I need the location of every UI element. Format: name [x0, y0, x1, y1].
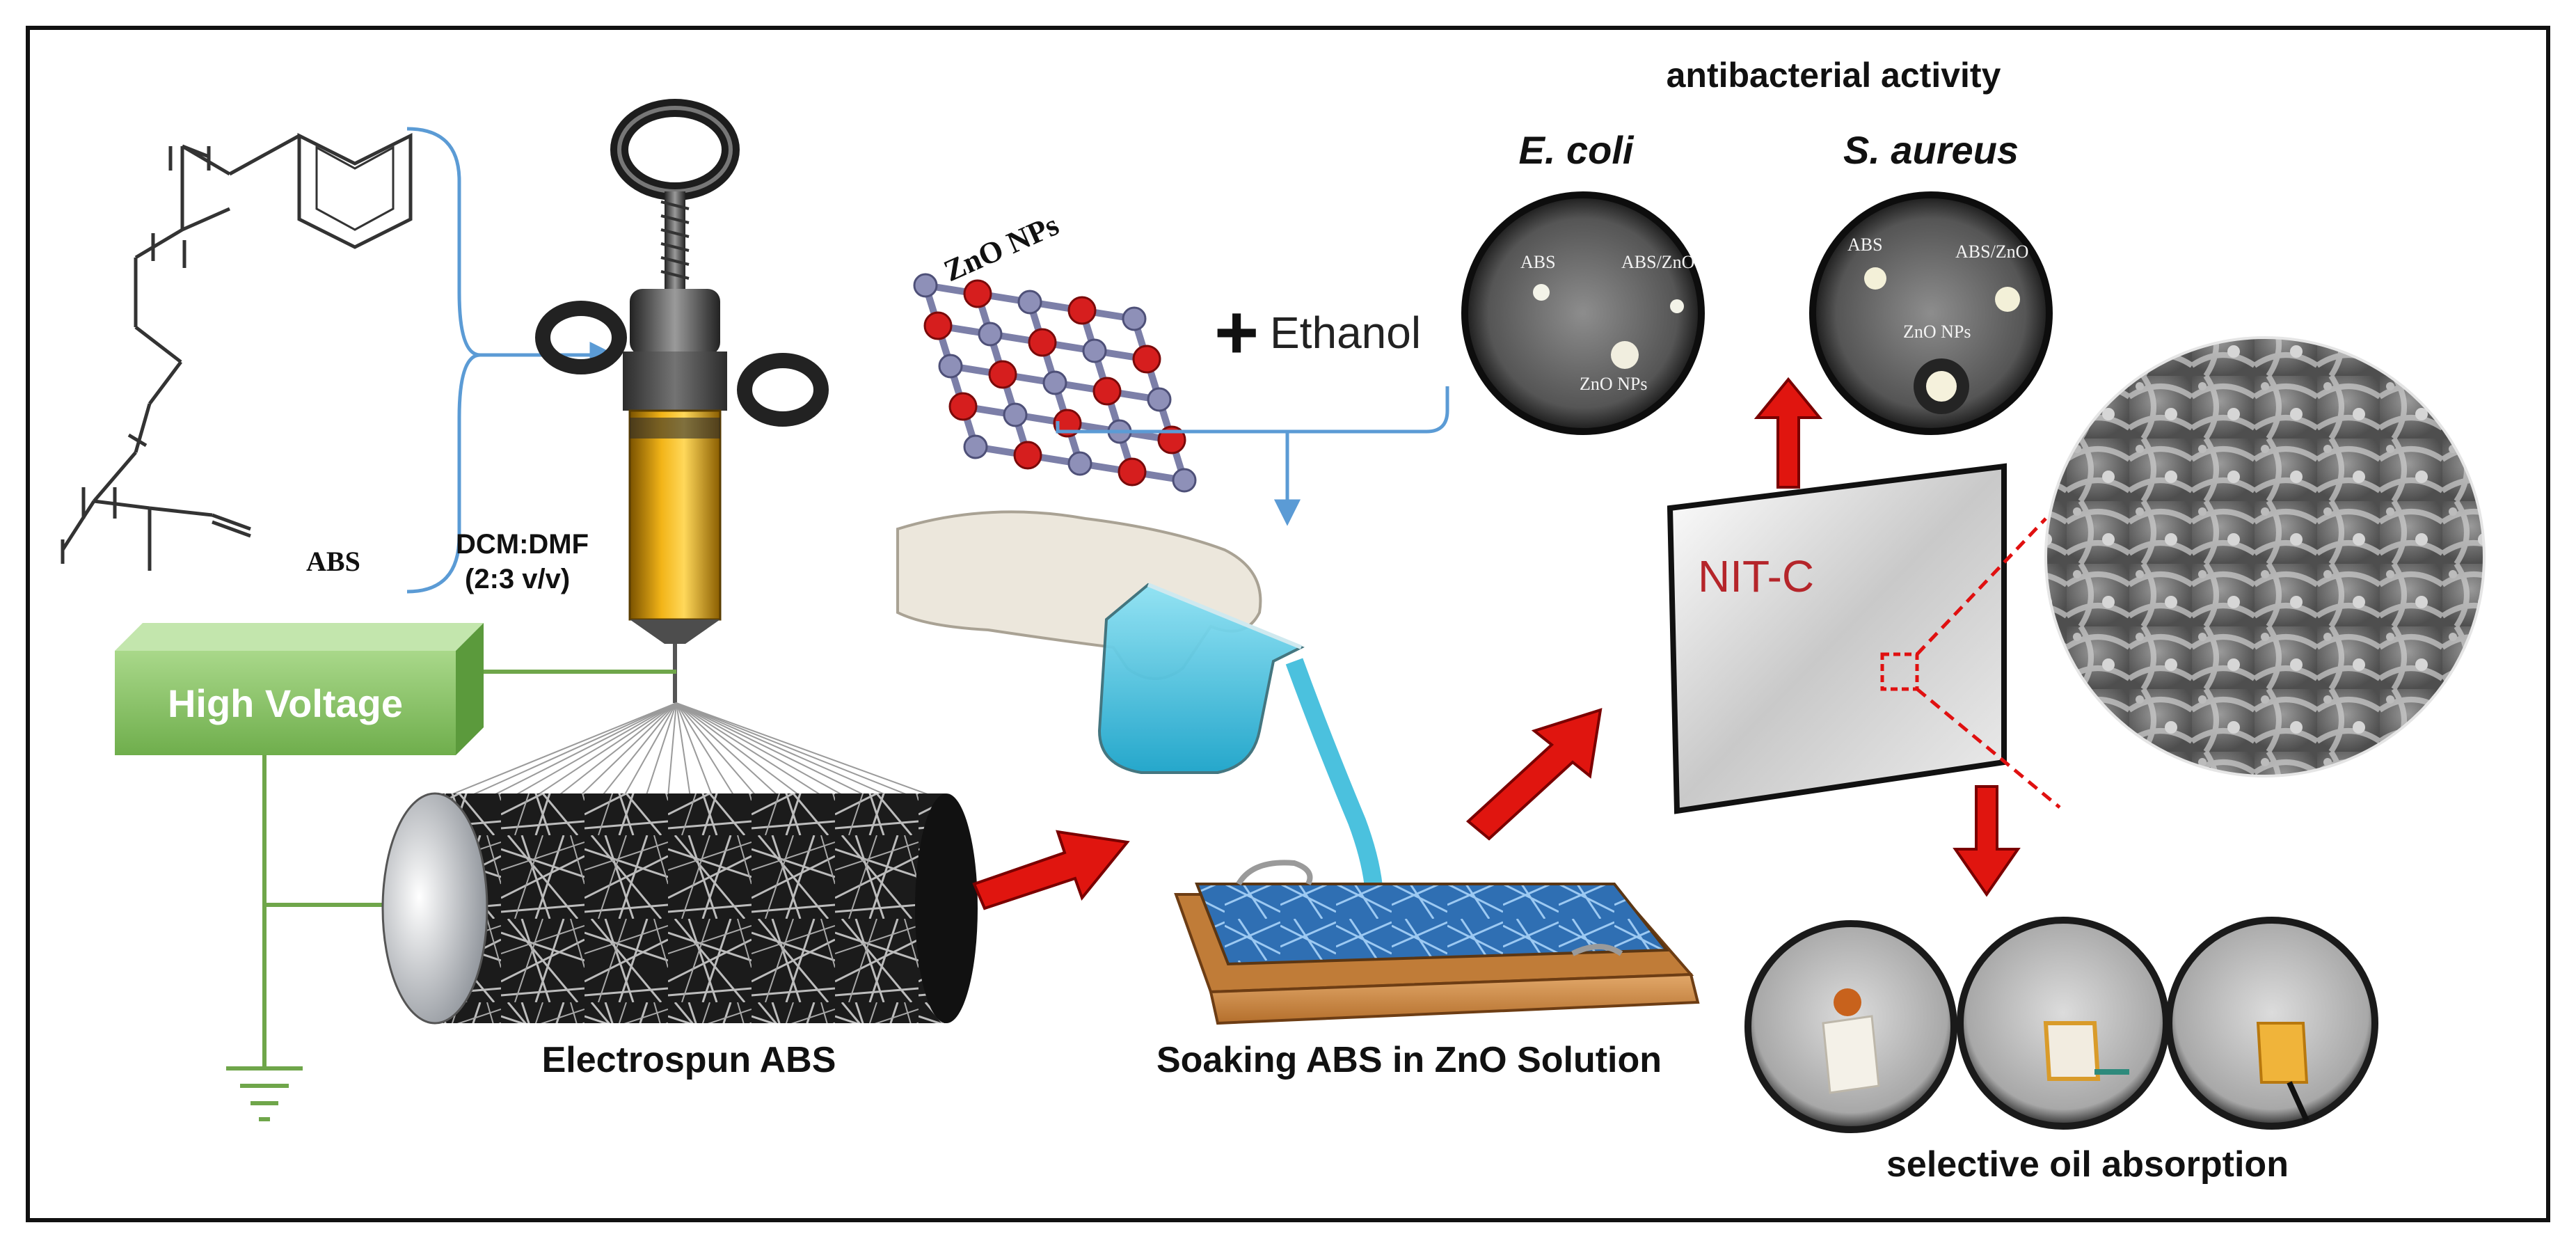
oil-dish-1 [1744, 920, 1957, 1133]
ecoli-zno-nps-text: ZnO NPs [1580, 374, 1648, 394]
oil-dish-2 [1957, 917, 2170, 1130]
zinc-atom [963, 279, 992, 308]
spray-line [676, 702, 869, 798]
oxygen-atom [1042, 370, 1067, 395]
oxygen-atom [1017, 290, 1042, 315]
zinc-atom [1028, 328, 1057, 357]
solvent-ratio-line1: DCM:DMF [456, 529, 589, 560]
arrow-to-soaking [972, 830, 1130, 910]
circuit-wires [226, 670, 676, 1121]
oxygen-atom [978, 322, 1003, 347]
zno-nps-label: ZnO NPs [939, 207, 1064, 288]
soaking-tray [1174, 860, 1700, 1025]
antibacterial-title: antibacterial activity [1667, 56, 2001, 95]
ecoli-abs-text: ABS [1520, 252, 1556, 272]
spray-line [676, 702, 802, 798]
spray-line [534, 702, 677, 798]
zinc-atom [1118, 457, 1147, 487]
zinc-atom [948, 392, 978, 421]
spray-line [676, 702, 736, 798]
spray-line [676, 702, 758, 798]
saureus-label: S. aureus [1843, 128, 2019, 172]
spray-line [667, 702, 677, 798]
saureus-abs-zno-text: ABS/ZnO [1955, 242, 2028, 262]
solvent-ratio-line2: (2:3 v/v) [465, 564, 570, 594]
spray-line [676, 702, 936, 798]
syringe [535, 99, 829, 703]
spray-line [578, 702, 677, 798]
saureus-agar-plate [1809, 191, 2053, 435]
zinc-atom [923, 311, 953, 340]
spray-line [645, 702, 677, 798]
zinc-atom [1132, 345, 1161, 374]
pouring-stream [1285, 658, 1384, 920]
mix-bracket [1056, 386, 1449, 526]
oxygen-atom [1172, 468, 1197, 493]
oxygen-atom [938, 354, 963, 379]
beaker [1097, 583, 1305, 774]
spray-line [676, 702, 891, 798]
oxygen-atom [1082, 338, 1107, 363]
oxygen-atom [913, 273, 938, 298]
spray-line [676, 702, 780, 798]
zoom-line-top [1916, 517, 2047, 656]
high-voltage-label: High Voltage [168, 681, 403, 725]
oxygen-atom [1147, 387, 1172, 412]
arrow-to-oil-absorption [1953, 785, 2021, 897]
sem-micrograph [2044, 336, 2486, 777]
spray-line [445, 702, 677, 798]
oxygen-atom [1003, 402, 1028, 427]
magnified-region-box [1880, 652, 1919, 691]
spray-line [467, 702, 677, 798]
oil-absorption-label: selective oil absorption [1886, 1144, 2289, 1185]
plus-sign: + [1214, 290, 1259, 375]
oxygen-atom [1067, 451, 1092, 476]
zinc-atom [988, 360, 1017, 389]
electrospun-abs-label: Electrospun ABS [542, 1040, 836, 1080]
ecoli-abs-zno-text: ABS/ZnO [1621, 252, 1694, 272]
electrospray-jet [445, 702, 936, 798]
spray-line [676, 702, 691, 798]
spray-line [556, 702, 677, 798]
arrow-to-antibacterial [1754, 377, 1823, 489]
soaking-label: Soaking ABS in ZnO Solution [1156, 1040, 1662, 1080]
figure-border [26, 26, 2550, 1222]
abs-molecule-structure [61, 132, 413, 571]
arrow-to-membrane [1465, 708, 1603, 841]
oxygen-atom [963, 434, 988, 459]
nit-c-label: NIT-C [1698, 551, 1814, 601]
abs-molecule-label: ABS [306, 546, 360, 577]
spray-line [676, 702, 825, 798]
zinc-atom [1067, 296, 1097, 325]
spray-line [601, 702, 677, 798]
oxygen-atom [1122, 306, 1147, 331]
ecoli-label: E. coli [1519, 128, 1635, 172]
spray-line [489, 702, 677, 798]
zoom-line-bottom [1916, 688, 2061, 809]
zinc-atom [1092, 377, 1122, 406]
spray-line [676, 702, 847, 798]
ecoli-agar-plate [1461, 191, 1705, 435]
spray-line [676, 702, 713, 798]
saureus-zno-nps-text: ZnO NPs [1903, 322, 1971, 342]
zno-nanoparticle-lattice [913, 273, 1197, 493]
spray-line [623, 702, 677, 798]
collector-drum [381, 792, 978, 1025]
saureus-abs-text: ABS [1847, 235, 1883, 255]
nit-c-membrane [1667, 463, 2007, 814]
spray-line [676, 702, 914, 798]
spray-line [511, 702, 677, 798]
high-voltage-supply [115, 623, 484, 755]
feed-bracket [406, 127, 617, 594]
oil-dish-3 [2165, 917, 2378, 1130]
ethanol-label: Ethanol [1270, 308, 1421, 358]
zinc-atom [1013, 441, 1042, 470]
